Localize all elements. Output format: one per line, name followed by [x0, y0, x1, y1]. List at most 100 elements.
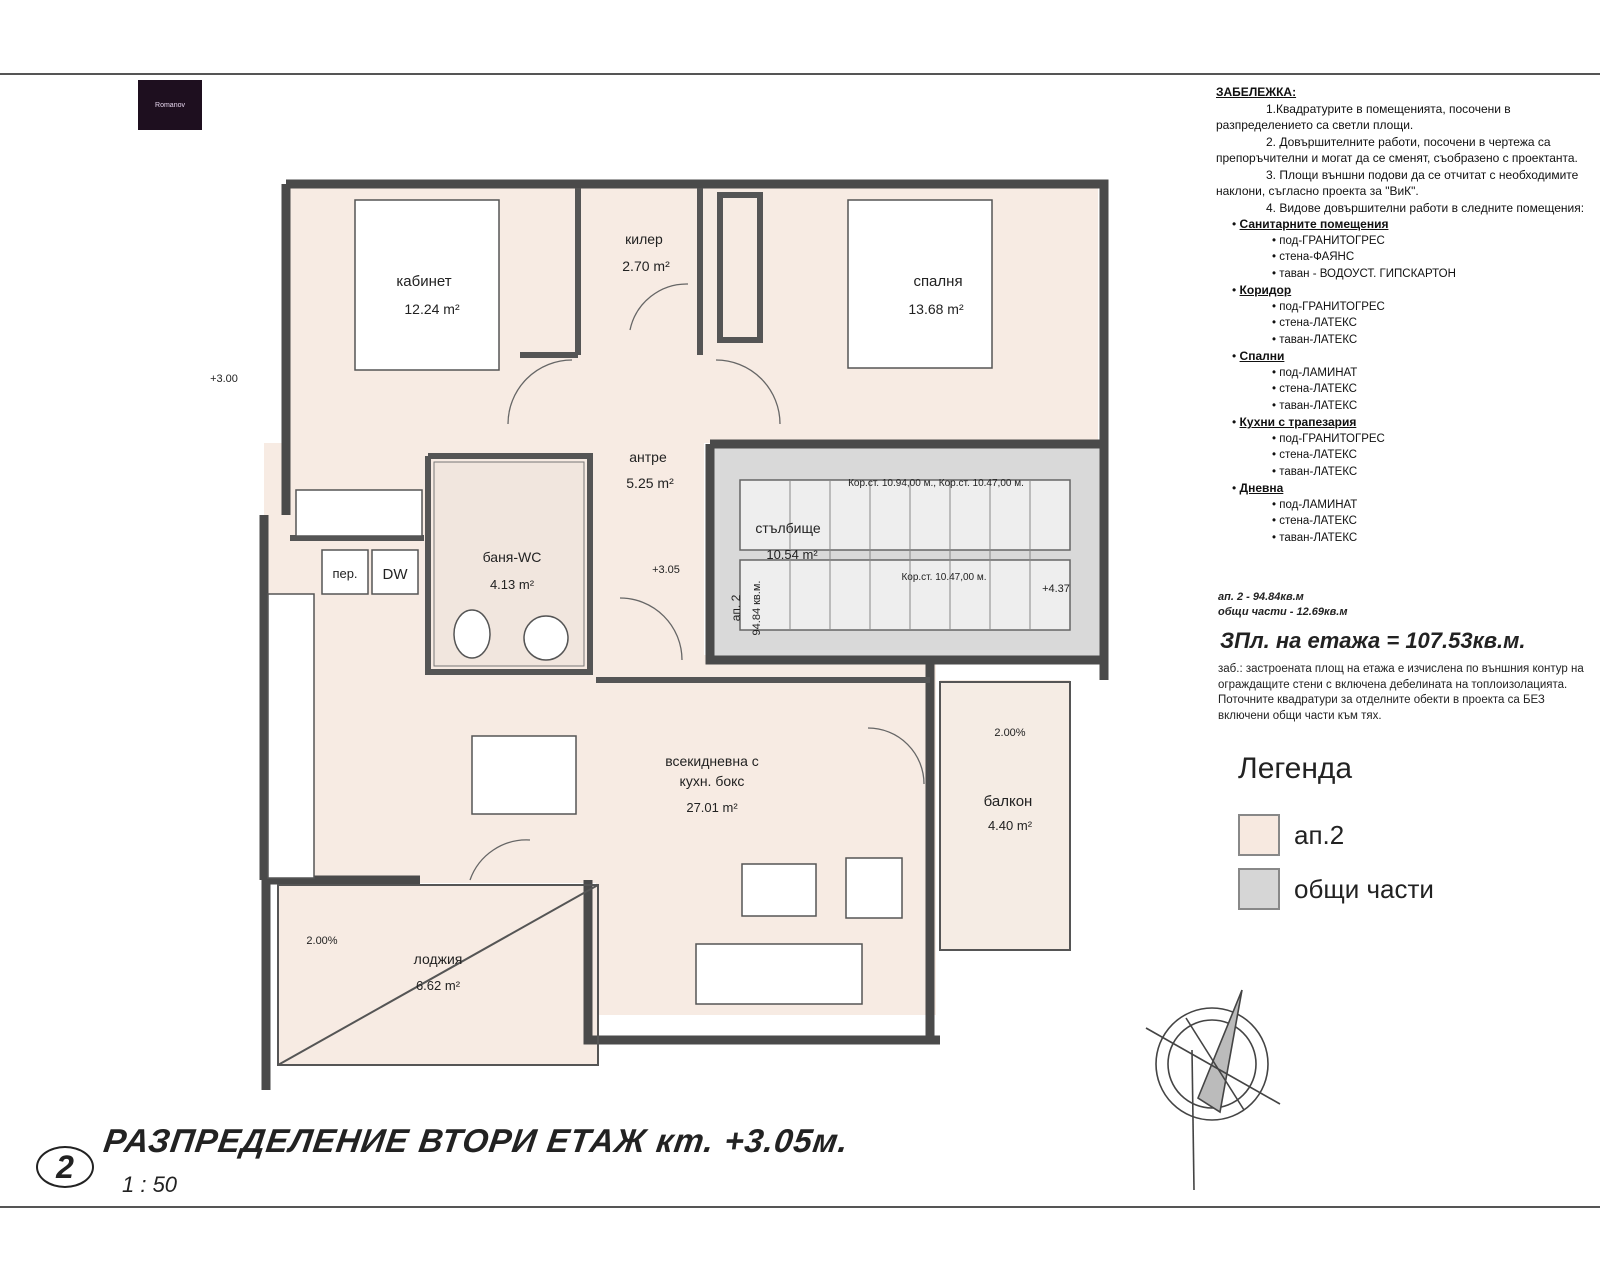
finish-name: Дневна: [1239, 481, 1284, 495]
finish-group-bedrooms: • Спални • под-ЛАМИНАТ • стена-ЛАТЕКС • …: [1232, 348, 1598, 414]
office-name: кабинет: [396, 273, 451, 290]
note-item-4: 4. Видове довършителни работи в следните…: [1266, 200, 1585, 215]
appliance-washer-label: пер.: [332, 566, 357, 581]
finish-name: Спални: [1239, 349, 1285, 363]
hall-name: антре: [629, 449, 667, 465]
finish-line: • стена-ЛАТЕКС: [1272, 383, 1357, 395]
furniture: [267, 199, 993, 1005]
unit-tag: ап. 2: [729, 594, 743, 621]
finish-line: • таван-ЛАТЕКС: [1272, 333, 1358, 346]
legend-label: общи части: [1294, 873, 1434, 904]
outdoor-outlines: [277, 681, 1071, 1066]
finish-line: • стена-ЛАТЕКС: [1272, 449, 1357, 461]
level-marker-right: +4.37: [1042, 583, 1070, 595]
finish-line: • таван - ВОДОУСТ. ГИПСКАРТОН: [1272, 267, 1456, 280]
stair-top-level-text: Кор.ст. 10.94,00 м., Кор.ст. 10.47,00 м.: [848, 478, 1024, 489]
dining-table: [471, 735, 577, 815]
kitchen-counter: [267, 593, 315, 879]
balcony-name: балкон: [984, 793, 1033, 810]
living-name-line1: всекидневна с: [665, 753, 759, 769]
walls: [259, 179, 1109, 1090]
area-footnote: заб.: застроената площ на етажа е изчисл…: [1218, 663, 1584, 722]
summary-apartment: ап. 2 - 94.84кв.м: [1218, 591, 1304, 603]
level-marker-left: +3.00: [210, 373, 238, 385]
legend-swatch: [1238, 814, 1280, 856]
bedroom-bed: [847, 199, 993, 369]
living-area: 27.01 m²: [686, 800, 738, 815]
note-item-2: 2. Довършителните работи, посочени в чер…: [1216, 134, 1578, 166]
inner-walls: [290, 188, 930, 683]
company-logo: Romanov: [138, 80, 202, 130]
legend-item-apartment: ап.2: [1238, 814, 1344, 856]
bath-area: 4.13 m²: [490, 577, 535, 592]
finish-group-kitchen: • Кухни с трапезария • под-ГРАНИТОГРЕС •…: [1232, 414, 1598, 480]
drawing-title: РАЗПРЕДЕЛЕНИЕ ВТОРИ ЕТАЖ кт. +3.05м.: [101, 1122, 852, 1159]
sink: [523, 615, 569, 661]
bedroom-area: 13.68 m²: [908, 301, 964, 317]
toilet: [453, 609, 491, 659]
sofa: [695, 943, 863, 1005]
finish-line: • таван-ЛАТЕКС: [1272, 531, 1358, 544]
logo-text: Romanov: [155, 101, 185, 109]
balcony-slope: 2.00%: [994, 727, 1025, 739]
drawing-number: 2: [36, 1146, 94, 1188]
office-area: 12.24 m²: [404, 301, 460, 317]
note-item-1: 1.Квадратурите в помещенията, посочени в…: [1216, 101, 1511, 133]
finish-group-corridor: • Коридор • под-ГРАНИТОГРЕС • стена-ЛАТЕ…: [1232, 282, 1598, 348]
bath-name: баня-WC: [483, 549, 542, 565]
sheet-border-top: [0, 73, 1600, 75]
legend-item-common: общи части: [1238, 868, 1434, 910]
armchair: [845, 857, 903, 919]
living-name-line2: кухн. бокс: [680, 773, 745, 789]
legend-title: Легенда: [1238, 752, 1353, 785]
notes-title: ЗАБЕЛЕЖКА:: [1216, 85, 1297, 99]
coffee-table: [741, 863, 817, 917]
hall-area: 5.25 m²: [626, 475, 674, 491]
door-swings: [469, 283, 925, 881]
storage-name: килер: [625, 231, 663, 247]
drawing-scale: 1 : 50: [122, 1172, 178, 1197]
finish-name: Кухни с трапезария: [1239, 415, 1357, 429]
stair-lines: [789, 480, 1031, 630]
stair-area: 10.54 m²: [766, 547, 818, 562]
appliance-dishwasher-label: DW: [383, 566, 409, 583]
shower-tray: [295, 489, 423, 537]
finish-line: • под-ЛАМИНАТ: [1272, 498, 1358, 511]
finish-line: • стена-ЛАТЕКС: [1272, 317, 1357, 329]
finish-group-sanitary: • Санитарните помещения • под-ГРАНИТОГРЕ…: [1232, 216, 1598, 282]
unit-area-tag: 94.84 кв.м.: [751, 581, 763, 636]
finish-line: • стена-ФАЯНС: [1272, 251, 1355, 263]
finish-line: • таван-ЛАТЕКС: [1272, 465, 1358, 478]
finish-line: • под-ГРАНИТОГРЕС: [1272, 234, 1385, 247]
stair-treads: [739, 479, 1071, 631]
loggia-area: 6.62 m²: [416, 978, 461, 993]
sheet-border-bottom: [0, 1206, 1600, 1208]
total-floor-area: ЗПл. на етажа = 107.53кв.м.: [1220, 628, 1526, 653]
loggia-name: лоджия: [414, 951, 463, 967]
finish-line: • таван-ЛАТЕКС: [1272, 399, 1358, 412]
summary-common: общи части - 12.69кв.м: [1218, 606, 1348, 618]
appliance-boxes: [321, 549, 419, 595]
bedroom-name: спалня: [913, 273, 962, 290]
north-arrow: [1145, 989, 1281, 1191]
stair-bottom-level-text: Кор.ст. 10.47,00 м.: [901, 572, 986, 583]
area-summary: ап. 2 - 94.84кв.м общи части - 12.69кв.м: [1218, 590, 1347, 620]
storage-area: 2.70 m²: [622, 258, 670, 274]
finish-line: • под-ГРАНИТОГРЕС: [1272, 300, 1385, 313]
loggia-slope: 2.00%: [306, 935, 337, 947]
finish-group-living: • Дневна • под-ЛАМИНАТ • стена-ЛАТЕКС • …: [1232, 480, 1598, 546]
note-item-3: 3. Площи външни подови да се отчитат с н…: [1216, 167, 1579, 199]
legend-label: ап.2: [1294, 819, 1345, 850]
notes-block: ЗАБЕЛЕЖКА: 1.Квадратурите в помещенията,…: [1216, 84, 1598, 546]
finish-line: • стена-ЛАТЕКС: [1272, 515, 1357, 527]
office-bed: [354, 199, 500, 371]
finish-line: • под-ЛАМИНАТ: [1272, 366, 1358, 379]
level-marker-hall: +3.05: [652, 564, 680, 576]
balcony-area: 4.40 m²: [988, 818, 1033, 833]
legend-swatch: [1238, 868, 1280, 910]
finish-name: Коридор: [1239, 283, 1292, 297]
stair-name: стълбище: [755, 520, 821, 536]
finish-line: • под-ГРАНИТОГРЕС: [1272, 432, 1385, 445]
finish-name: Санитарните помещения: [1239, 217, 1389, 231]
